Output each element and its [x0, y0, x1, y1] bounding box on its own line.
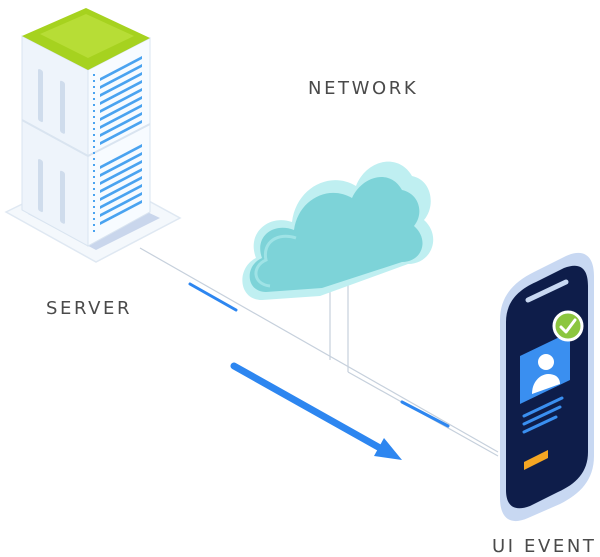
cloud-icon — [242, 161, 434, 300]
server-label: SERVER — [46, 298, 133, 319]
connector-cloud-phone — [329, 262, 499, 457]
check-icon — [552, 310, 584, 342]
server-icon — [4, 8, 182, 263]
arrow-right-icon — [230, 362, 402, 460]
connector-server-phone — [139, 247, 499, 453]
user-avatar-icon — [538, 354, 554, 370]
network-label: NETWORK — [308, 78, 419, 99]
phone-icon — [500, 252, 594, 522]
ui-event-label: UI EVENT — [492, 536, 597, 557]
